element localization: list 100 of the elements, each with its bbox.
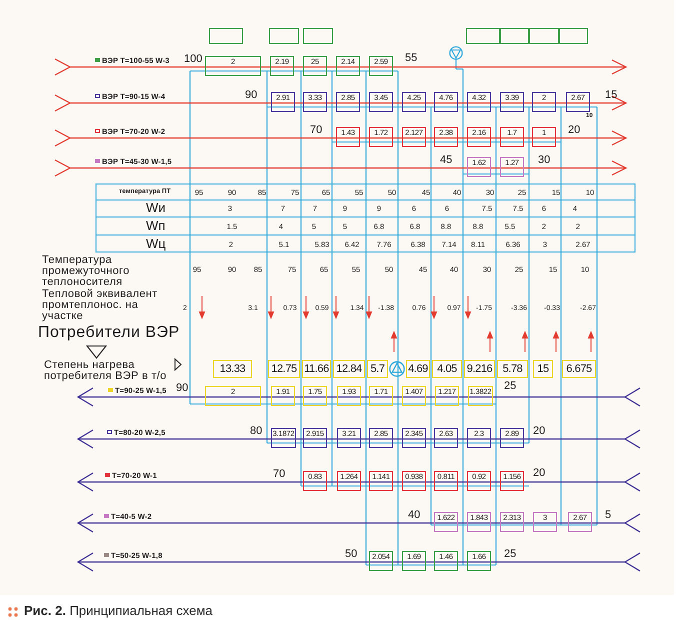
exchanger-box — [205, 56, 261, 76]
heating-degree-box — [562, 360, 596, 378]
exchanger-box — [467, 551, 491, 571]
temperature-label: 100 — [184, 54, 202, 65]
temperature-label: 30 — [538, 155, 550, 166]
exchanger-box — [402, 428, 426, 448]
exchanger-box — [336, 127, 360, 147]
exchanger-box — [303, 471, 327, 491]
temperature-label: 5 — [605, 510, 612, 521]
exchanger-box — [402, 471, 426, 491]
degree-value: 13.33 — [220, 362, 246, 376]
exchanger-box — [500, 428, 524, 448]
exchanger-box — [467, 92, 491, 112]
temperature-label: 15 — [605, 90, 618, 101]
heating-degree-box — [213, 360, 252, 378]
temperature-label: 25 — [504, 381, 516, 392]
degree-value: 12.84 — [336, 362, 362, 376]
temperature-label: 20 — [568, 125, 580, 136]
temperature-label: 70 — [273, 469, 286, 480]
empty-box — [500, 28, 529, 44]
empty-box — [209, 28, 243, 44]
degree-value: 5.7 — [370, 362, 385, 376]
temperature-label: 45 — [440, 155, 452, 166]
exchanger-box — [467, 428, 491, 448]
exchanger-box — [369, 127, 393, 147]
exchanger-box — [369, 386, 393, 406]
empty-box — [529, 28, 559, 44]
exchanger-box — [402, 386, 426, 406]
exchanger-box — [402, 92, 426, 112]
exchanger-box — [369, 428, 393, 448]
exchanger-box — [402, 551, 426, 571]
degree-value: 9.216 — [466, 362, 492, 376]
temperature-label: 20 — [533, 468, 546, 479]
exchanger-box — [467, 127, 491, 147]
exchanger-box — [500, 127, 524, 147]
exchanger-box — [532, 92, 556, 112]
exchanger-box — [566, 92, 590, 112]
exchanger-box — [500, 157, 524, 177]
temperature-label: 70 — [310, 125, 322, 136]
exchanger-box — [568, 512, 592, 532]
exchanger-box — [369, 471, 393, 491]
exchanger-box — [434, 471, 458, 491]
exchanger-box — [434, 428, 458, 448]
temperature-label: 20 — [533, 426, 546, 437]
temperature-label: 90 — [245, 90, 258, 101]
exchanger-box — [434, 551, 458, 571]
exchanger-box — [270, 56, 294, 76]
heating-degree-box — [497, 360, 528, 378]
temperature-label: 80 — [250, 426, 262, 437]
degree-value: 4.05 — [437, 362, 457, 376]
figure-caption: Рис. 2. Принципиальная схема — [24, 603, 213, 619]
exchanger-box — [303, 428, 327, 448]
exchanger-box — [369, 551, 393, 571]
degree-value: 6.675 — [566, 362, 592, 376]
row-caption: Тепловой эквивалент промтеплонос. на участке — [42, 289, 158, 322]
empty-box — [466, 28, 500, 44]
temperature-label: 40 — [408, 510, 420, 521]
exchanger-box — [435, 386, 459, 406]
exchanger-box — [467, 157, 491, 177]
exchanger-box — [271, 428, 296, 448]
exchanger-box — [303, 386, 327, 406]
degree-value: 4.69 — [408, 362, 428, 376]
heating-degree-box — [367, 360, 388, 378]
exchanger-box — [271, 92, 295, 112]
exchanger-box — [402, 127, 426, 147]
heating-degree-box — [533, 360, 553, 378]
exchanger-box — [467, 471, 491, 491]
exchanger-box — [369, 56, 393, 76]
row-caption: Температура промежуточного теплоносителя — [42, 255, 131, 288]
exchanger-box — [434, 92, 458, 112]
temperature-label: 50 — [345, 549, 358, 560]
exchanger-box — [533, 512, 557, 532]
heating-degree-box — [432, 360, 462, 378]
exchanger-box — [336, 56, 360, 76]
row-header: Wи — [146, 201, 166, 215]
empty-box — [559, 28, 588, 44]
degree-value: 5.78 — [502, 362, 522, 376]
exchanger-box — [336, 92, 360, 112]
exchanger-box — [467, 512, 491, 532]
temperature-label: 25 — [504, 549, 516, 560]
section-title: Потребители ВЭР — [38, 324, 180, 342]
row-caption: Степень нагрева потребителя ВЭР в т/о — [44, 360, 168, 382]
exchanger-box — [337, 386, 361, 406]
temperature-label: 90 — [176, 383, 188, 394]
exchanger-box — [303, 56, 327, 76]
degree-value: 11.66 — [304, 362, 329, 376]
exchanger-box — [532, 127, 556, 147]
exchanger-box — [500, 512, 524, 532]
exchanger-box — [205, 386, 261, 406]
row-header: Wп — [146, 219, 166, 233]
exchanger-box — [434, 512, 458, 532]
exchanger-box — [271, 386, 295, 406]
exchanger-box — [337, 471, 361, 491]
exchanger-box — [468, 386, 493, 406]
empty-box — [303, 28, 333, 44]
empty-box — [269, 28, 299, 44]
exchanger-box — [434, 127, 458, 147]
exchanger-box — [500, 471, 524, 491]
degree-value: 15 — [537, 362, 549, 376]
temperature-label: 55 — [405, 53, 418, 64]
